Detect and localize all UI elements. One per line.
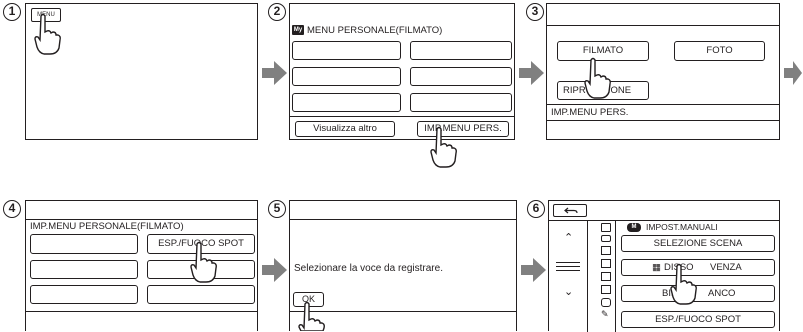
step3-screen: FILMATO FOTO RIPR ZIONE IMP.MENU PERS.	[546, 3, 780, 140]
white-balance-label-left: BIL	[662, 288, 677, 299]
arrow-right-icon	[262, 61, 287, 85]
card-icon[interactable]	[601, 272, 611, 281]
divider	[26, 311, 257, 312]
playback-icon[interactable]	[601, 259, 611, 268]
manual-badge-icon: M	[627, 223, 641, 232]
step-number-4: 4	[3, 200, 21, 218]
tapping-hand-icon	[190, 241, 217, 283]
step4-screen: IMP.MENU PERSONALE(FILMATO) ESP./FUOCO S…	[25, 200, 258, 331]
playback-label-right: ZIONE	[602, 85, 632, 96]
fader-button[interactable]: ▦ DISSO VENZA	[621, 259, 775, 276]
menu-button[interactable]: MENU	[31, 8, 61, 22]
divider	[547, 25, 779, 26]
scroll-down-icon[interactable]: ⌄	[564, 286, 574, 298]
fader-label-right: VENZA	[710, 262, 742, 273]
connect-icon[interactable]	[601, 298, 611, 307]
divider	[587, 220, 588, 332]
prompt-message: Selezionare la voce da registrare.	[294, 263, 443, 274]
tapping-hand-icon	[670, 263, 697, 305]
divider	[290, 311, 516, 312]
tape-icon[interactable]	[601, 235, 611, 242]
menu-slot[interactable]	[30, 234, 138, 254]
menu-slot[interactable]	[410, 67, 512, 86]
divider	[547, 120, 779, 121]
tapping-hand-icon	[584, 57, 611, 99]
white-balance-button[interactable]: BIL ANCO	[621, 285, 775, 302]
movie-button[interactable]: FILMATO	[557, 41, 649, 61]
divider	[26, 219, 257, 220]
menu-title: MENU PERSONALE(FILMATO)	[307, 25, 443, 36]
step-number-6: 6	[527, 200, 545, 218]
playback-label-left: RIPR	[563, 85, 586, 96]
camera-icon[interactable]	[601, 223, 611, 232]
fader-icon: ▦	[652, 262, 661, 273]
menu-title: IMPOST.MANUALI	[646, 222, 718, 232]
scroll-up-icon[interactable]: ⌃	[564, 232, 574, 244]
arrow-right-icon	[784, 61, 802, 85]
step-number-2: 2	[268, 3, 286, 21]
step1-screen: MENU	[25, 3, 258, 140]
customize-menu-label: IMP.MENU PERS.	[551, 107, 629, 118]
spot-focus-button[interactable]: ESP./FUOCO SPOT	[621, 311, 775, 328]
menu-slot[interactable]	[292, 41, 401, 60]
step-number-5: 5	[268, 200, 286, 218]
home-icon[interactable]	[601, 246, 611, 255]
step2-screen: My MENU PERSONALE(FILMATO) Visualizza al…	[289, 3, 515, 140]
menu-slot[interactable]	[30, 285, 138, 304]
memory-icon[interactable]	[601, 285, 611, 294]
my-menu-badge: My	[292, 25, 304, 35]
white-balance-label-right: ANCO	[708, 288, 736, 299]
divider	[290, 116, 514, 117]
divider	[290, 219, 516, 220]
menu-slot[interactable]	[147, 285, 255, 304]
menu-slot[interactable]	[292, 93, 401, 112]
menu-slot[interactable]	[410, 41, 512, 60]
arrow-right-icon	[519, 61, 544, 85]
tapping-hand-icon	[34, 13, 61, 55]
back-button[interactable]	[553, 204, 587, 217]
menu-title: IMP.MENU PERSONALE(FILMATO)	[30, 221, 184, 232]
divider	[615, 220, 616, 332]
menu-slot[interactable]	[292, 67, 401, 86]
step-number-1: 1	[3, 3, 21, 21]
photo-button[interactable]: FOTO	[674, 41, 765, 61]
show-more-button[interactable]: Visualizza altro	[295, 121, 395, 137]
tapping-hand-icon	[298, 301, 325, 331]
wrench-icon[interactable]: ✎	[601, 309, 609, 319]
arrow-right-icon	[521, 258, 546, 282]
step6-screen: ⌃ ⌄ ✎ M IMPOST.MANUALI SELEZIONE SCENA ▦…	[548, 200, 780, 332]
step5-screen: Selezionare la voce da registrare. OK	[289, 200, 517, 331]
step-number-3: 3	[526, 3, 544, 21]
divider	[547, 104, 779, 105]
scene-select-button[interactable]: SELEZIONE SCENA	[621, 235, 775, 252]
divider	[549, 220, 779, 221]
ok-button[interactable]: OK	[293, 292, 324, 307]
menu-slot[interactable]	[30, 260, 138, 279]
tapping-hand-icon	[430, 126, 457, 168]
return-arrow-icon	[564, 207, 578, 214]
arrow-right-icon	[262, 258, 287, 282]
menu-slot[interactable]	[410, 93, 512, 112]
